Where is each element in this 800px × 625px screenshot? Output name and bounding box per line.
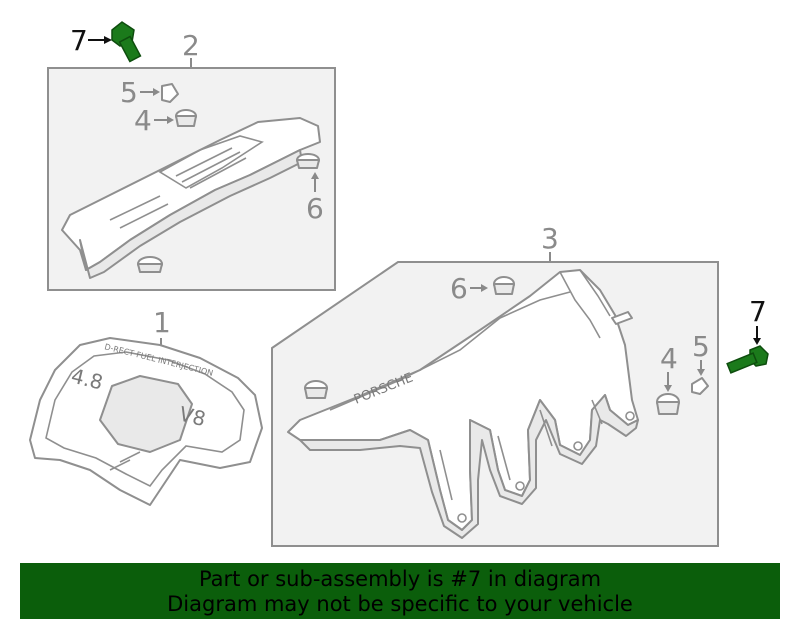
mount-hole-3 (573, 441, 583, 451)
grommet-left-side (304, 387, 328, 399)
callout-6-top-arrowhead (311, 172, 319, 179)
engine-cover-vents (109, 451, 141, 471)
upper-cover-ribs (175, 147, 247, 189)
callout-7-top-arrowhead (104, 36, 112, 44)
upper-cover-panel (158, 135, 264, 189)
callout-6-top-label: 6 (306, 192, 324, 225)
exploded-parts-diagram: 7 2 5 (29, 21, 769, 547)
callout-5-right[interactable]: 5 (691, 330, 710, 395)
bolt-7-top[interactable] (111, 21, 142, 63)
callout-7-right-label: 7 (749, 295, 767, 328)
bolt-7-top-shank (118, 35, 142, 63)
callout-5-right-arrowhead (697, 369, 705, 376)
callout-4-top[interactable]: 4 (134, 104, 174, 137)
part-5-clip-right (691, 377, 709, 395)
part-4-grommet-right-side (656, 401, 680, 415)
assembly-3[interactable]: 3 PORSCHE 6 (271, 222, 719, 547)
grommet-bottom-side (137, 263, 163, 273)
engine-cover-center-panel (99, 375, 193, 453)
mount-hole-2 (515, 481, 525, 491)
part-1-engine-cover[interactable]: 1 D-RECT FUEL INTERJECTION 4.8 V8 (29, 306, 263, 506)
mount-hole-4 (625, 411, 635, 421)
callout-4-right[interactable]: 4 (656, 342, 680, 415)
manifold-cover-stud (611, 311, 633, 325)
callout-5-top-label: 5 (120, 76, 138, 109)
bolt-7-right[interactable] (726, 345, 769, 374)
banner-line-1: Part or sub-assembly is #7 in diagram (198, 567, 602, 591)
callout-5-top-arrowhead (153, 88, 160, 96)
callout-6-mid[interactable]: 6 (450, 272, 515, 305)
upper-cover-groove (109, 195, 169, 229)
callout-7-right-arrowhead (753, 338, 761, 345)
manifold-cover-legs (439, 399, 603, 501)
bolt-7-right-shank (726, 352, 758, 374)
callout-7-right[interactable]: 7 (749, 295, 767, 345)
manifold-cover-runners (559, 269, 611, 339)
callout-6-mid-arrowhead (481, 284, 488, 292)
callout-5-right-label: 5 (692, 330, 710, 363)
manifold-cover-ridge (329, 291, 571, 411)
callout-2-label: 2 (182, 29, 200, 62)
upper-cover-edge (79, 149, 303, 279)
part-4-grommet-top-side (175, 115, 197, 127)
engine-cover-inner-outline (45, 351, 245, 488)
callout-4-right-label: 4 (660, 342, 678, 375)
callout-4-right-arrowhead (664, 385, 672, 392)
part-5-clip-top (161, 83, 179, 103)
callout-6-mid-label: 6 (450, 272, 468, 305)
part-6-grommet-top-side (296, 159, 320, 169)
callout-6-top[interactable]: 6 (296, 153, 324, 225)
part-6-grommet-mid-side (493, 283, 515, 295)
banner-line-2: Diagram may not be specific to your vehi… (167, 592, 633, 616)
callout-3-label: 3 (541, 222, 559, 255)
callout-1-label: 1 (153, 306, 171, 339)
callout-5-top[interactable]: 5 (120, 76, 160, 109)
callout-4-top-label: 4 (134, 104, 152, 137)
manifold-cover-edge (299, 394, 639, 539)
info-banner: Part or sub-assembly is #7 in diagram Di… (20, 563, 780, 619)
callout-4-top-arrowhead (167, 116, 174, 124)
mount-hole-1 (457, 513, 467, 523)
callout-7-top[interactable]: 7 (70, 24, 112, 57)
callout-7-top-label: 7 (70, 24, 88, 57)
assembly-2[interactable]: 2 5 4 (47, 29, 336, 291)
